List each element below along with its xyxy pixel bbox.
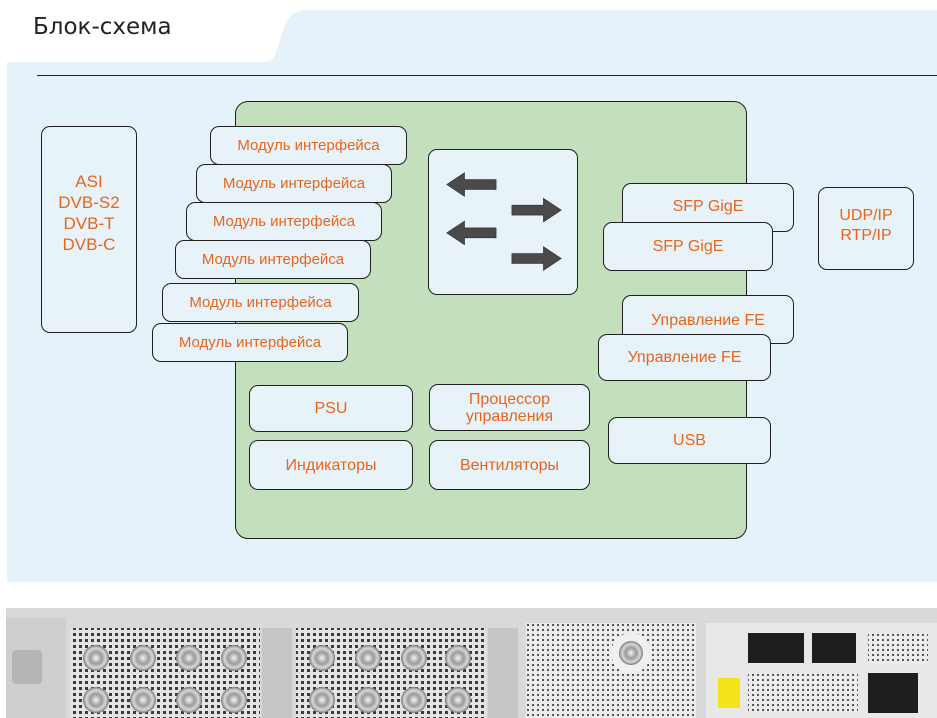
indicators-box: Индикаторы — [249, 440, 413, 490]
management-fe-port-2: Управление FE — [598, 334, 771, 381]
device-front-panel-image — [6, 608, 937, 718]
input-type-dvbc: DVB-C — [62, 235, 116, 254]
input-type-dvbs2: DVB-S2 — [58, 193, 120, 212]
title-divider — [37, 75, 937, 76]
title-tab — [7, 10, 307, 62]
interface-module-1: Модуль интерфейса — [210, 126, 407, 165]
input-type-asi: ASI — [75, 172, 103, 191]
output-protocol-udp: UDP/IP — [839, 207, 893, 224]
sfp-gige-port-2: SFP GigE — [603, 222, 773, 271]
fans-box: Вентиляторы — [429, 440, 590, 490]
interface-module-4: Модуль интерфейса — [175, 240, 371, 279]
usb-port-box: USB — [608, 417, 771, 464]
interface-module-5: Модуль интерфейса — [162, 283, 359, 322]
output-protocol-rtp: RTP/IP — [840, 227, 892, 244]
interface-module-3: Модуль интерфейса — [186, 202, 382, 241]
switch-fabric-box — [428, 149, 578, 295]
switch-arrows-icon — [446, 172, 562, 271]
control-processor-box: Процессор управления — [429, 384, 590, 431]
psu-box: PSU — [249, 385, 413, 432]
input-types-box: ASI DVB-S2 DVB-T DVB-C — [41, 126, 137, 333]
input-type-dvbt: DVB-T — [63, 214, 115, 233]
interface-module-6: Модуль интерфейса — [152, 323, 348, 362]
interface-module-2: Модуль интерфейса — [196, 164, 392, 203]
page-title: Блок-схема — [33, 14, 172, 40]
output-protocols-box: UDP/IP RTP/IP — [818, 187, 914, 270]
